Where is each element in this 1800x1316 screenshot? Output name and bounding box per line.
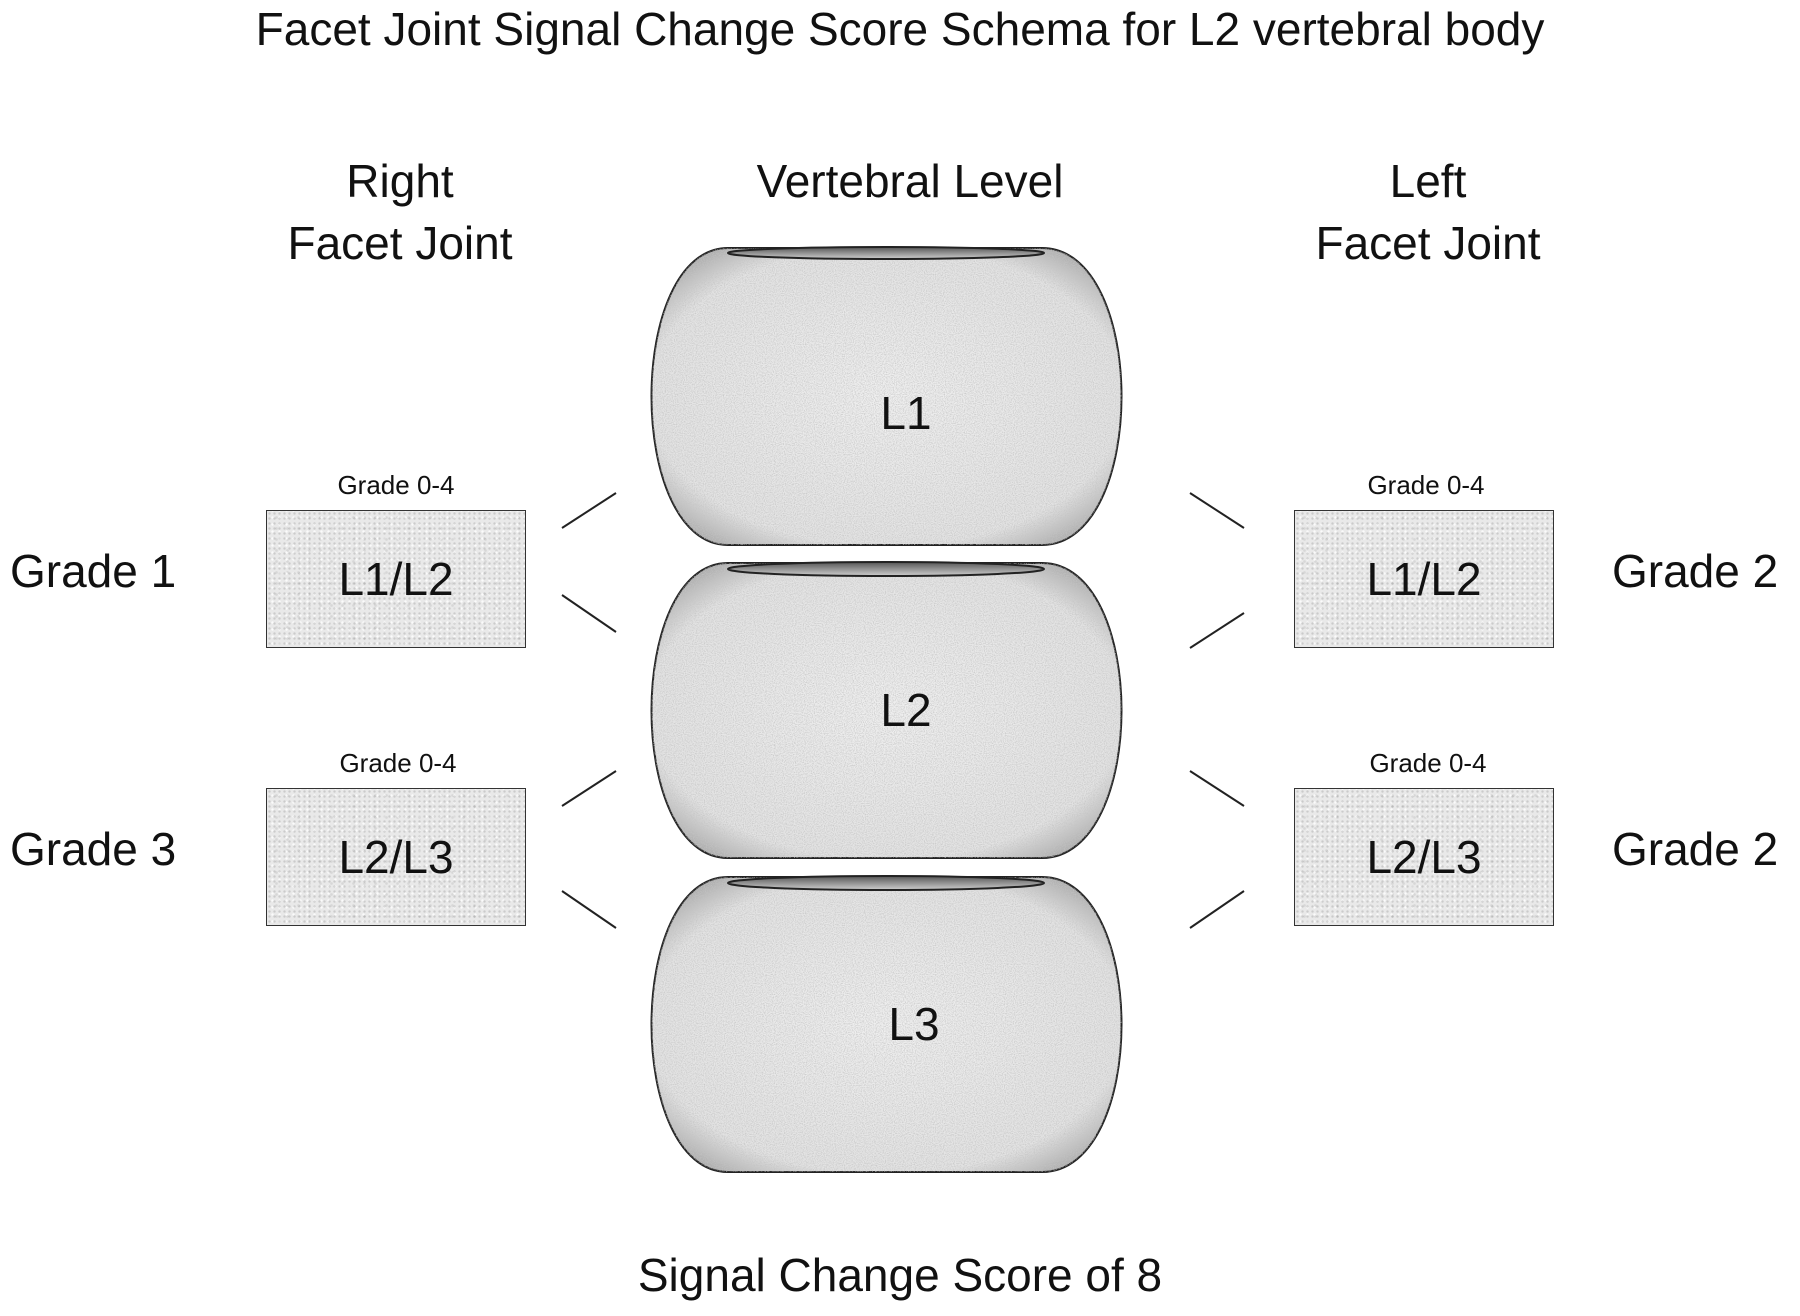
right-l1l2-joint-label: L1/L2 <box>338 553 454 605</box>
connector-right-l1l2-lower <box>561 594 617 633</box>
connector-right-l1l2-upper <box>561 492 617 529</box>
connector-right-l2l3-upper <box>561 770 617 807</box>
left-l2l3-grade: Grade 2 <box>1612 823 1779 875</box>
vertebra-l3-label: L3 <box>888 998 940 1050</box>
left-facet-header-line1: Left <box>1389 155 1467 207</box>
left-l1l2-grade: Grade 2 <box>1612 545 1779 597</box>
signal-change-score: Signal Change Score of 8 <box>637 1249 1163 1301</box>
left-l2l3-joint-box: L2/L3 <box>1294 788 1554 926</box>
vertebral-level-header: Vertebral Level <box>756 155 1064 207</box>
right-facet-header-line2: Facet Joint <box>287 217 513 269</box>
left-l1l2-joint-label: L1/L2 <box>1366 553 1482 605</box>
connector-left-l2l3-upper <box>1189 770 1245 807</box>
vertebra-l1 <box>650 246 1123 546</box>
left-connectors <box>1189 492 1245 929</box>
right-l2l3-joint-box: L2/L3 <box>266 788 526 926</box>
right-l2l3-scale: Grade 0-4 <box>339 748 457 778</box>
right-facet-header-line1: Right <box>346 155 454 207</box>
connector-right-l2l3-lower <box>561 890 617 929</box>
left-l1l2-scale: Grade 0-4 <box>1367 470 1485 500</box>
right-l2l3-grade: Grade 3 <box>10 823 177 875</box>
vertebra-l2 <box>650 561 1123 859</box>
left-l2l3-scale: Grade 0-4 <box>1369 748 1487 778</box>
connector-left-l2l3-lower <box>1189 890 1245 929</box>
connector-left-l1l2-lower <box>1189 612 1245 649</box>
diagram-title: Facet Joint Signal Change Score Schema f… <box>255 3 1545 55</box>
left-l2l3-joint-label: L2/L3 <box>1366 831 1482 883</box>
right-l1l2-joint-box: L1/L2 <box>266 510 526 648</box>
vertebra-l1-label: L1 <box>880 387 932 439</box>
right-l2l3-joint-label: L2/L3 <box>338 831 454 883</box>
left-l1l2-joint-box: L1/L2 <box>1294 510 1554 648</box>
left-facet-header: Left Facet Joint <box>1258 150 1598 274</box>
vertebra-l2-label: L2 <box>880 684 932 736</box>
right-facet-header: Right Facet Joint <box>230 150 570 274</box>
right-connectors <box>561 492 617 929</box>
left-facet-header-line2: Facet Joint <box>1315 217 1541 269</box>
right-l1l2-grade: Grade 1 <box>10 545 177 597</box>
right-l1l2-scale: Grade 0-4 <box>337 470 455 500</box>
vertebra-l3 <box>650 875 1123 1173</box>
connector-left-l1l2-upper <box>1189 492 1245 529</box>
